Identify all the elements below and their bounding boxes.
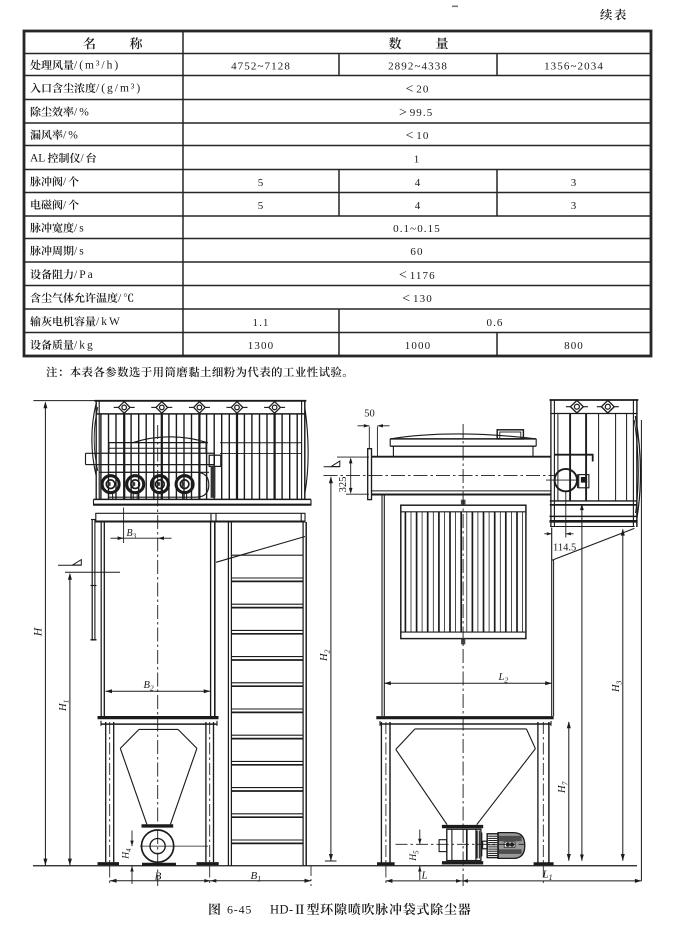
svg-text:3: 3 (571, 177, 578, 189)
svg-text:H4: H4 (121, 848, 133, 860)
svg-text:H5: H5 (409, 850, 421, 862)
svg-text:800: 800 (564, 340, 584, 352)
svg-text:1000: 1000 (405, 340, 431, 352)
svg-text:/%: /% (63, 129, 80, 141)
svg-text:1176: 1176 (410, 270, 436, 282)
svg-text:/: / (81, 153, 86, 165)
svg-text:4752~7128: 4752~7128 (231, 61, 291, 73)
svg-text:/kW: /kW (96, 316, 122, 328)
svg-text:H3: H3 (611, 680, 624, 693)
svg-text:2892~4338: 2892~4338 (388, 61, 448, 73)
svg-text:1300: 1300 (248, 340, 274, 352)
svg-text:325: 325 (338, 477, 349, 493)
svg-text:B: B (155, 871, 162, 883)
svg-text:/: / (63, 176, 68, 188)
svg-text:<: < (406, 128, 414, 143)
svg-text:AL: AL (30, 153, 45, 165)
svg-text:1356~2034: 1356~2034 (544, 61, 604, 73)
svg-text:20: 20 (416, 84, 429, 96)
svg-text:6-45: 6-45 (227, 903, 252, 917)
svg-text:H2: H2 (319, 649, 332, 662)
svg-text:114.5: 114.5 (553, 543, 576, 554)
svg-text:5: 5 (258, 177, 265, 189)
svg-text:1: 1 (414, 154, 421, 166)
svg-text:60: 60 (410, 246, 423, 258)
svg-text:<: < (402, 291, 410, 306)
svg-text:L2: L2 (498, 672, 509, 685)
svg-text:99.5: 99.5 (410, 107, 434, 119)
svg-text:HD-: HD- (270, 903, 294, 917)
svg-text:H7: H7 (557, 780, 570, 794)
svg-text:/%: /% (74, 106, 91, 118)
svg-text:>: > (399, 105, 407, 120)
svg-text:H1: H1 (58, 700, 71, 712)
svg-text:/s: /s (74, 245, 86, 257)
svg-text:L: L (420, 869, 427, 881)
svg-text:/: / (63, 199, 68, 211)
svg-text:B3: B3 (127, 528, 137, 541)
svg-text:4: 4 (415, 200, 422, 212)
svg-text:0.1~0.15: 0.1~0.15 (393, 223, 441, 235)
svg-text:/s: /s (74, 222, 86, 234)
svg-text:130: 130 (413, 293, 433, 305)
svg-text:/kg: /kg (74, 339, 95, 351)
svg-text:H: H (33, 627, 45, 637)
svg-text:<: < (406, 81, 414, 96)
svg-text:/(m³/h): /(m³/h) (74, 60, 120, 72)
svg-text:/Pa: /Pa (74, 269, 95, 281)
svg-text:3: 3 (571, 200, 578, 212)
svg-text:/: / (118, 292, 123, 304)
svg-text:5: 5 (258, 200, 265, 212)
svg-text:B2: B2 (144, 680, 154, 693)
svg-text:10: 10 (416, 130, 429, 142)
svg-text:<: < (399, 267, 407, 282)
svg-text:B1: B1 (251, 870, 262, 884)
svg-text:/(g/m³): /(g/m³) (96, 83, 142, 95)
svg-text:1.1: 1.1 (252, 317, 269, 329)
svg-text:0.6: 0.6 (486, 317, 503, 329)
svg-text:50: 50 (364, 409, 375, 420)
svg-text:4: 4 (415, 177, 422, 189)
svg-text:L1: L1 (542, 869, 553, 883)
